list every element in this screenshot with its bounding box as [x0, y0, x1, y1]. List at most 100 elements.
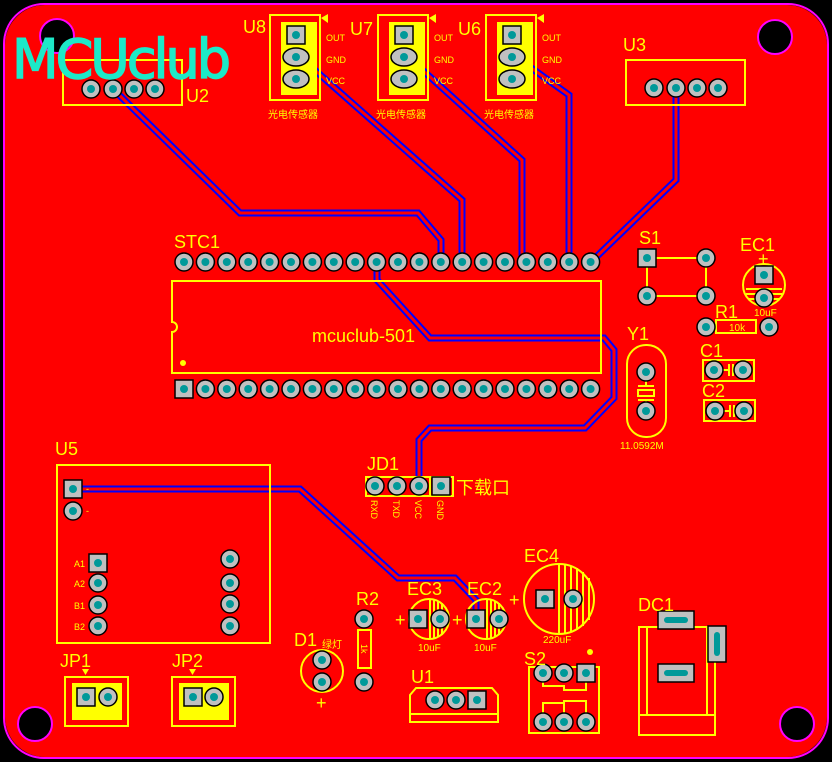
u7-pin-vcc: VCC — [434, 76, 454, 86]
s2-marker — [587, 649, 593, 655]
mounting-hole — [779, 706, 815, 742]
copper-trace — [110, 86, 445, 262]
u6-desc: 光电传感器 — [484, 108, 534, 121]
jp1-ref: JP1 — [60, 651, 91, 671]
stc1-ref: STC1 — [174, 232, 220, 252]
sensor-pad — [390, 69, 418, 89]
y1-outline — [626, 344, 667, 438]
u5-pad — [88, 616, 108, 636]
stc1-pad — [195, 379, 216, 399]
sensor-pad — [498, 47, 526, 67]
mounting-hole — [39, 18, 75, 54]
u5-pin-minus1: - — [86, 484, 89, 494]
stc1-pad — [580, 252, 601, 272]
stc1-pad — [452, 252, 472, 272]
jd1-pad — [409, 476, 429, 496]
u2-ref: U2 — [186, 86, 209, 106]
stc1-pad — [324, 379, 344, 399]
ec3-pad — [408, 609, 428, 629]
stc1-pad — [302, 379, 323, 399]
y1-pad — [636, 401, 656, 421]
y1-value: 11.0592M — [620, 441, 664, 452]
ec2-pad — [466, 609, 486, 629]
sensor-pad — [282, 69, 310, 89]
u2-pad — [103, 79, 123, 99]
sensor-pad — [390, 47, 418, 67]
board-outline — [3, 3, 829, 759]
ec4-ref: EC4 — [524, 546, 559, 566]
stc1-pad — [409, 252, 430, 272]
r1-body — [715, 319, 757, 334]
dc1-pad — [657, 610, 695, 630]
stc1-pad — [559, 252, 579, 272]
s2-pad — [554, 712, 574, 732]
u1-outline — [409, 687, 499, 723]
u3-ref: U3 — [623, 35, 646, 55]
s2-pad — [576, 712, 596, 732]
mounting-hole — [17, 706, 53, 742]
u6-ref: U6 — [458, 19, 481, 39]
dc1-pad — [707, 625, 727, 663]
ec4-plus: + — [509, 590, 520, 610]
u2-pad — [81, 79, 101, 99]
stc1-pad — [259, 379, 280, 399]
u5-pad — [88, 573, 108, 593]
stc1-pad — [195, 252, 216, 272]
jd1-pad — [365, 476, 385, 496]
u5-pad — [88, 595, 108, 615]
c2-ref: C2 — [702, 381, 725, 401]
ec3-value: 10uF — [418, 643, 441, 654]
stc1-pad — [281, 379, 301, 399]
c1-pad — [733, 360, 753, 380]
stc1-pad — [431, 379, 451, 399]
u1-pad — [425, 690, 445, 710]
d1-desc: 绿灯 — [322, 638, 342, 651]
u1-pad — [467, 690, 487, 710]
jp2-ref: JP2 — [172, 651, 203, 671]
r1-pad — [696, 317, 716, 337]
ec4-pad — [563, 589, 583, 609]
stc1-pad — [559, 379, 579, 399]
u5-pin-b2: B2 — [74, 622, 85, 632]
u6-pin-vcc: VCC — [542, 76, 562, 86]
u5-pin-minus2: - — [86, 506, 89, 516]
stc1-pad — [345, 379, 365, 399]
stc1-pad — [431, 252, 451, 272]
c2-pad — [734, 401, 754, 421]
stc1-pad — [259, 252, 280, 272]
copper-trace — [588, 89, 680, 265]
u3-pad — [644, 78, 664, 98]
stc1-pad — [409, 379, 430, 399]
c1-outline — [702, 359, 755, 382]
stc1-pad — [366, 252, 387, 272]
c2-pad — [705, 401, 725, 421]
jp1-pad — [76, 687, 96, 707]
y1-pad — [636, 362, 656, 382]
u8-pin-vcc: VCC — [326, 76, 346, 86]
sensor-pad — [394, 25, 414, 45]
stc1-pad — [345, 252, 365, 272]
u1-pad — [446, 690, 466, 710]
s1-pad — [637, 248, 657, 268]
r1-value: 10k — [729, 323, 746, 334]
ec3-plus: + — [395, 610, 406, 630]
copper-trace — [73, 485, 480, 619]
u1-ref: U1 — [411, 667, 434, 687]
jd1-pin-rxd: RXD — [369, 500, 379, 520]
stc1-pad — [388, 379, 408, 399]
jd1-ref: JD1 — [367, 454, 399, 474]
mcuclub-logo: MCUclub — [12, 28, 229, 91]
stc1-pad — [495, 252, 515, 272]
stc1-value: mcuclub-501 — [312, 326, 415, 346]
u2-pad — [124, 79, 144, 99]
u3-pad — [687, 78, 707, 98]
y1-ref: Y1 — [627, 324, 649, 344]
ec2-ref: EC2 — [467, 579, 502, 599]
d1-pad — [312, 650, 332, 670]
ec4-pad — [535, 589, 555, 609]
u8-desc: 光电传感器 — [268, 108, 318, 121]
stc1-pad — [516, 252, 537, 272]
u5-pad — [220, 616, 240, 636]
u7-desc: 光电传感器 — [376, 108, 426, 121]
jp1-outline — [64, 669, 129, 727]
